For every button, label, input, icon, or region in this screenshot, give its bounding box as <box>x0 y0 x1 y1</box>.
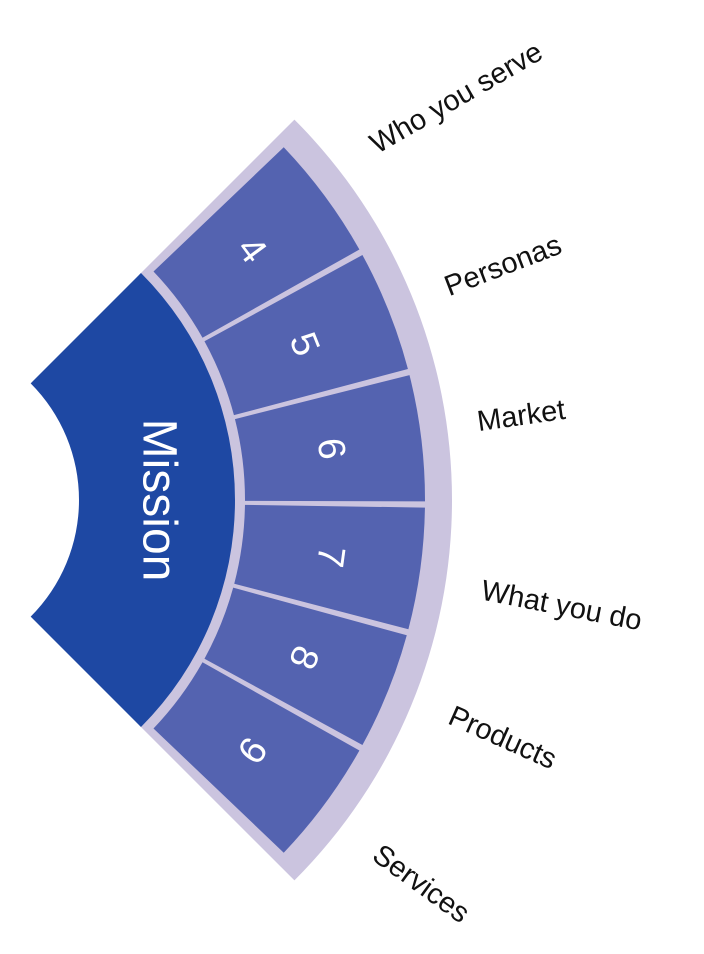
mission-label: Mission <box>133 419 186 582</box>
segment-number-6: 6 <box>309 436 353 462</box>
mission-sector <box>30 273 235 727</box>
segment-4 <box>153 147 360 338</box>
segment-7 <box>234 504 425 630</box>
segment-5 <box>204 254 408 416</box>
segment-8 <box>204 587 407 746</box>
segment-6 <box>234 375 425 502</box>
segment-9 <box>153 662 360 853</box>
